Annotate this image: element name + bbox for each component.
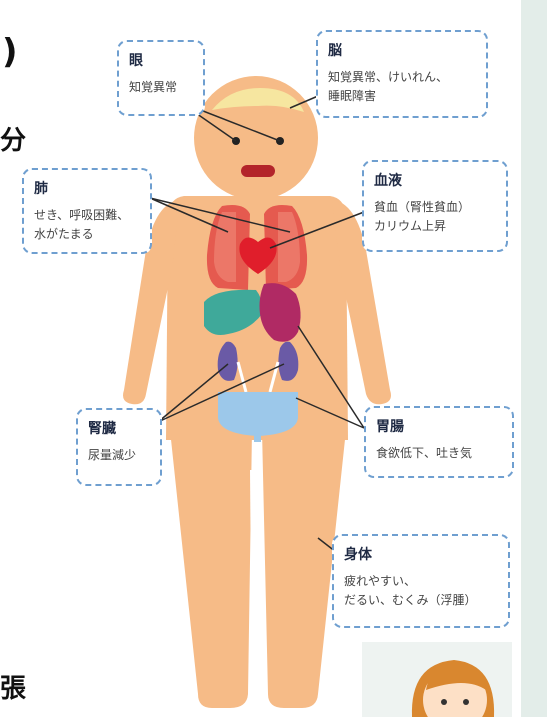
label-box-blood: 血液 貧血（腎性貧血） カリウム上昇 <box>362 160 508 252</box>
label-line: 知覚異常、けいれん、 <box>328 68 476 87</box>
label-line: だるい、むくみ（浮腫） <box>344 591 498 610</box>
label-desc-body: 疲れやすい、 だるい、むくみ（浮腫） <box>344 572 498 610</box>
label-line: 知覚異常 <box>129 78 193 97</box>
mouth <box>241 165 275 177</box>
label-line: カリウム上昇 <box>374 217 496 236</box>
label-line: 睡眠障害 <box>328 87 476 106</box>
label-line: 水がたまる <box>34 225 140 244</box>
label-line: 疲れやすい、 <box>344 572 498 591</box>
label-box-stomach: 胃腸 食欲低下、吐き気 <box>364 406 514 478</box>
nurse-avatar <box>362 642 512 717</box>
label-box-lung: 肺 せき、呼吸困難、 水がたまる <box>22 168 152 254</box>
urethra <box>254 432 261 442</box>
bladder <box>218 392 298 436</box>
label-desc-lung: せき、呼吸困難、 水がたまる <box>34 206 140 244</box>
label-line: せき、呼吸困難、 <box>34 206 140 225</box>
label-box-body: 身体 疲れやすい、 だるい、むくみ（浮腫） <box>332 534 510 628</box>
label-title-eye: 眼 <box>129 50 193 70</box>
label-line: 貧血（腎性貧血） <box>374 198 496 217</box>
label-title-body: 身体 <box>344 544 498 564</box>
label-box-eye: 眼 知覚異常 <box>117 40 205 116</box>
label-box-kidney: 腎臓 尿量減少 <box>76 408 162 486</box>
leg-gap <box>250 470 262 708</box>
label-title-stomach: 胃腸 <box>376 416 502 436</box>
label-title-kidney: 腎臓 <box>88 418 150 438</box>
label-desc-kidney: 尿量減少 <box>88 446 150 465</box>
label-desc-stomach: 食欲低下、吐き気 <box>376 444 502 463</box>
label-desc-brain: 知覚異常、けいれん、 睡眠障害 <box>328 68 476 106</box>
label-desc-blood: 貧血（腎性貧血） カリウム上昇 <box>374 198 496 236</box>
label-title-lung: 肺 <box>34 178 140 198</box>
label-title-brain: 脳 <box>328 40 476 60</box>
label-title-blood: 血液 <box>374 170 496 190</box>
label-desc-eye: 知覚異常 <box>129 78 193 97</box>
label-box-brain: 脳 知覚異常、けいれん、 睡眠障害 <box>316 30 488 118</box>
label-line: 尿量減少 <box>88 446 150 465</box>
label-line: 食欲低下、吐き気 <box>376 444 502 463</box>
